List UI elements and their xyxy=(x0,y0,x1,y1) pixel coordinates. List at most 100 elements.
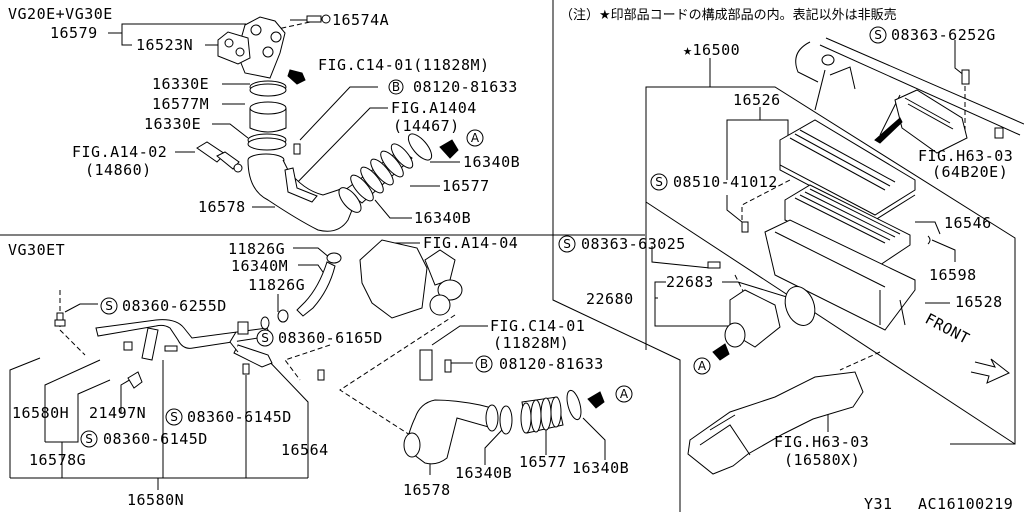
label-08360-6165D: 08360-6165D xyxy=(278,329,383,347)
leader-16579 xyxy=(108,23,246,34)
part-bolt-08360-6255D xyxy=(54,312,66,327)
label-16578-bot: 16578 xyxy=(403,481,451,499)
divider-right-panel xyxy=(552,235,681,512)
part-bolt-16574A xyxy=(306,14,331,24)
leader-16580H xyxy=(44,359,101,442)
part-bracket xyxy=(284,143,318,203)
part-airflow-meter-22680 xyxy=(724,286,816,348)
part-duct-16578-bot xyxy=(403,399,493,465)
part-bracket-16580H xyxy=(141,327,159,361)
label-16580N: 16580N xyxy=(127,491,184,509)
marker-a-top xyxy=(466,129,484,147)
label-16577M: 16577M xyxy=(152,95,209,113)
document-code: AC16100219 xyxy=(918,495,1013,512)
label-11826G-2: 11826G xyxy=(248,276,305,294)
part-clip-16598 xyxy=(927,235,931,245)
label-fig-h63-03-top-code: (64B20E) xyxy=(932,163,1008,181)
front-arrow-icon xyxy=(970,358,1010,384)
part-clamp-16340B-top1 xyxy=(407,133,433,161)
marker-a-mid-text: A xyxy=(620,387,629,401)
leader-16579-branch xyxy=(121,33,132,46)
label-fig-h63-03-top: FIG.H63-03 xyxy=(918,147,1013,165)
label-front: FRONT xyxy=(922,310,973,348)
part-bellows-16577-top xyxy=(344,143,414,204)
marker-a-mid xyxy=(615,385,633,403)
part-bracket-16564 xyxy=(229,331,273,368)
part-clamp-16340B-bot2 xyxy=(566,389,582,421)
part-filter-16546 xyxy=(784,184,911,266)
label-fig-h63-03-bot-code: (16580X) xyxy=(784,451,860,469)
marker-s-6255D xyxy=(100,297,118,315)
leader-16578G-bracket xyxy=(45,379,111,443)
label-16546: 16546 xyxy=(944,214,992,232)
label-16500: 16500 xyxy=(693,41,741,59)
marker-s-41012-text: S xyxy=(655,175,663,189)
marker-s-6145D-2-text: S xyxy=(85,432,93,446)
marker-a-top-text: A xyxy=(471,131,480,145)
dash-08360-6165D xyxy=(284,344,331,381)
label-16564: 16564 xyxy=(281,441,329,459)
part-hose-figA1402 xyxy=(196,141,243,173)
label-fig-a14-04-mid: FIG.A14-04 xyxy=(423,234,518,252)
label-fig-a14-02-code: (14860) xyxy=(85,161,152,179)
leader-16340M xyxy=(298,264,326,276)
group-vg30et: 11826G 16340M 11826G S 08360-6255D S 083… xyxy=(9,239,463,509)
label-16340B-top1: 16340B xyxy=(463,153,520,171)
marker-s-63025 xyxy=(558,235,576,253)
arrow-fig-h63-03-top xyxy=(874,117,903,144)
section-title-vg30et: VG30ET xyxy=(8,241,65,259)
part-bolt-16578G xyxy=(123,341,133,351)
group-air-cleaner: FRONT ★16500 S 08363-6252G 16526 S 08510… xyxy=(558,26,1024,475)
part-bolt-08510-41012 xyxy=(741,221,749,233)
label-22680: 22680 xyxy=(586,290,634,308)
marker-s-6252G-text: S xyxy=(874,28,882,42)
part-air-pipe-16580N xyxy=(95,316,272,349)
label-fig-c14-01-mid: FIG.C14-01 xyxy=(490,317,585,335)
label-08510-41012: 08510-41012 xyxy=(673,173,778,191)
label-16598: 16598 xyxy=(929,266,977,284)
leader-16340B-bot2 xyxy=(582,417,606,460)
part-cover-16526 xyxy=(779,119,916,221)
part-clamp-16330E-2 xyxy=(247,133,287,151)
leader-16546 xyxy=(915,221,941,235)
part-gasket-16523N xyxy=(217,31,251,65)
label-16340B-top2: 16340B xyxy=(414,209,471,227)
label-fig-a14-02: FIG.A14-02 xyxy=(72,143,167,161)
label-16578-top: 16578 xyxy=(198,198,246,216)
part-bracket-21497N xyxy=(127,371,143,389)
part-hose-fig-c14-01-mid xyxy=(419,349,433,381)
part-bellows-16577-bot xyxy=(520,396,564,434)
page-code: Y31 xyxy=(864,495,893,512)
marker-b-mid-text: B xyxy=(480,357,488,371)
leader-08360-6255D xyxy=(64,303,98,313)
leader-figA1404-top xyxy=(289,107,388,191)
leader-22680-bottom xyxy=(654,298,730,327)
leader-frame-left xyxy=(9,357,41,478)
marker-s-6165D xyxy=(256,329,274,347)
label-16579: 16579 xyxy=(50,24,98,42)
marker-s-6145D-1 xyxy=(165,408,183,426)
marker-s-41012 xyxy=(650,173,668,191)
dash-mid-frame xyxy=(339,314,456,436)
marker-b-mid xyxy=(475,355,493,373)
leader-08120-top xyxy=(299,86,378,141)
label-08360-6255D: 08360-6255D xyxy=(122,297,227,315)
leader-16340B-top2 xyxy=(374,199,412,219)
label-fig-c14-01-mid-code: (11828M) xyxy=(493,334,569,352)
part-intake-adapter-16579 xyxy=(236,16,286,79)
marker-s-6145D-2 xyxy=(80,430,98,448)
marker-a-right-text: A xyxy=(698,359,707,373)
leader-22683 xyxy=(722,281,791,299)
label-fig-a1404-top: FIG.A1404 xyxy=(391,99,477,117)
label-08360-6145D-1: 08360-6145D xyxy=(187,408,292,426)
leader-16526-bracket xyxy=(726,119,789,180)
part-bolt-08120-mid xyxy=(444,359,452,373)
leader-16330E-2 xyxy=(212,123,249,139)
label-16526: 16526 xyxy=(733,91,781,109)
arrow-fig-c14-01-top xyxy=(287,69,306,85)
arrow-a-mid xyxy=(587,391,605,409)
part-bolt-08360-6145D-1 xyxy=(164,345,178,352)
marker-s-6252G xyxy=(869,26,887,44)
leader-fig-c14-01-mid xyxy=(431,325,488,346)
label-16528: 16528 xyxy=(955,293,1003,311)
